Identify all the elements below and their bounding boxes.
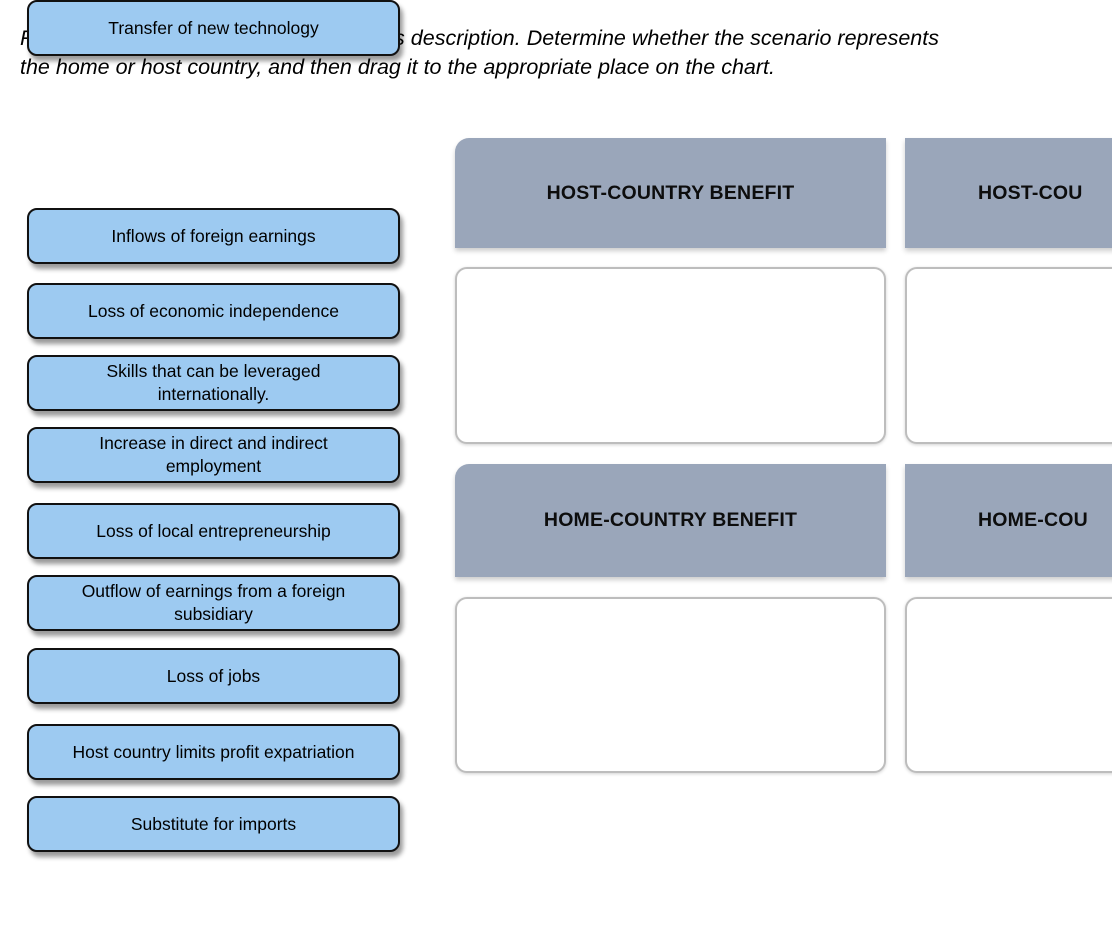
header-home-country-cost-clipped: HOME-COU <box>905 464 1112 577</box>
instructions-line-2: the home or host country, and then drag … <box>20 54 775 79</box>
drag-item-transfer-new-technology[interactable]: Transfer of new technology <box>27 0 400 56</box>
drop-zone-host-country-benefit[interactable] <box>455 267 886 444</box>
drag-item-loss-of-jobs[interactable]: Loss of jobs <box>27 648 400 704</box>
drag-item-skills-leveraged-internationally[interactable]: Skills that can be leveraged internation… <box>27 355 400 411</box>
drop-zone-home-country-benefit[interactable] <box>455 597 886 773</box>
header-host-country-benefit: HOST-COUNTRY BENEFIT <box>455 138 886 248</box>
drag-item-limits-profit-expatriation[interactable]: Host country limits profit expatriation <box>27 724 400 780</box>
drag-item-substitute-for-imports[interactable]: Substitute for imports <box>27 796 400 852</box>
drag-item-outflow-earnings-subsidiary[interactable]: Outflow of earnings from a foreign subsi… <box>27 575 400 631</box>
header-home-country-benefit: HOME-COUNTRY BENEFIT <box>455 464 886 577</box>
header-host-country-cost-clipped: HOST-COU <box>905 138 1112 248</box>
drop-zone-host-country-cost[interactable] <box>905 267 1112 444</box>
drag-item-loss-local-entrepreneurship[interactable]: Loss of local entrepreneurship <box>27 503 400 559</box>
drag-item-loss-economic-independence[interactable]: Loss of economic independence <box>27 283 400 339</box>
drop-zone-home-country-cost[interactable] <box>905 597 1112 773</box>
drag-item-inflows-foreign-earnings[interactable]: Inflows of foreign earnings <box>27 208 400 264</box>
drag-item-increase-employment[interactable]: Increase in direct and indirect employme… <box>27 427 400 483</box>
